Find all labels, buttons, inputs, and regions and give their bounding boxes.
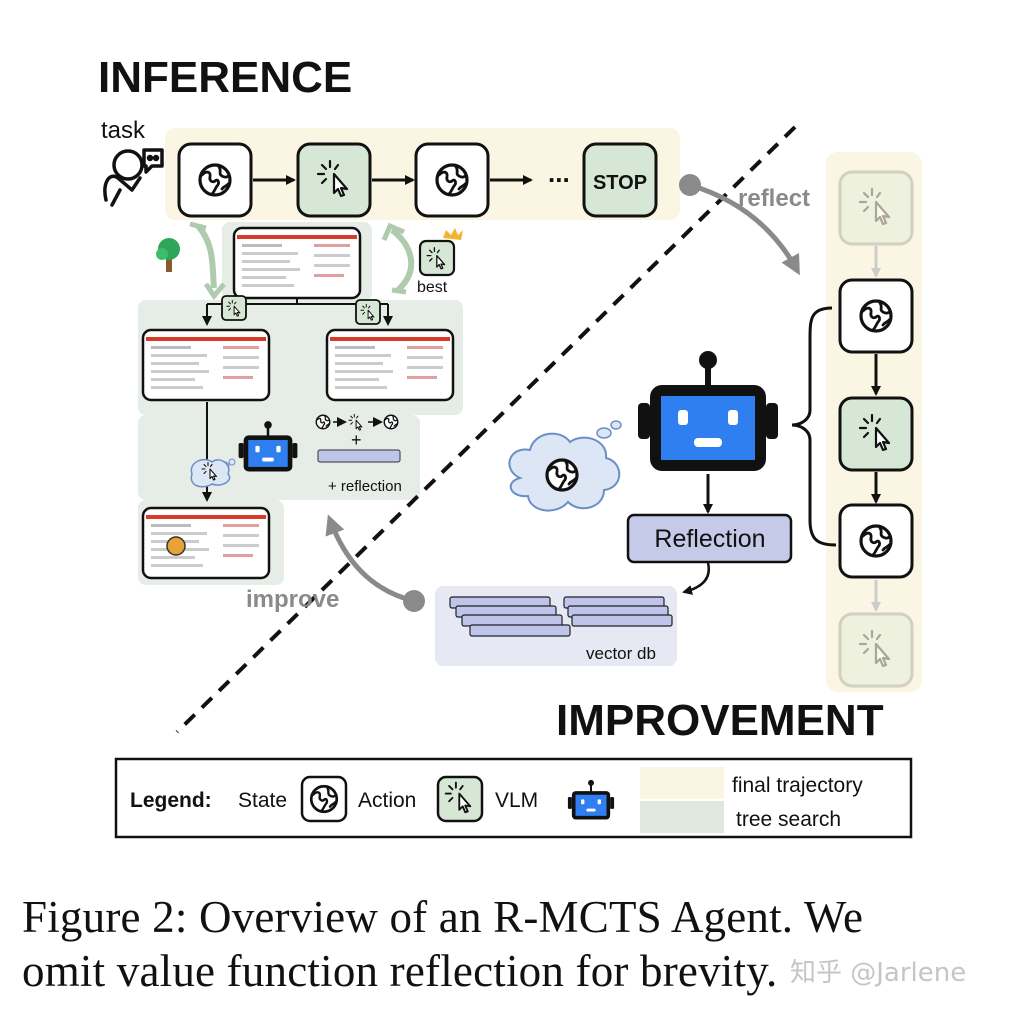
legend-vlm-label: VLM: [495, 789, 538, 812]
thought-cloud-large: [508, 420, 622, 512]
legend-tree-search-label: tree search: [736, 808, 841, 831]
globe-icon: [315, 414, 331, 430]
action-chip-right: [355, 299, 381, 325]
caption-line-1: Figure 2: Overview of an R-MCTS Agent. W…: [22, 892, 864, 942]
reflection-label: Reflection: [654, 525, 765, 553]
legend-state-swatch: [300, 775, 348, 823]
improve-arrow: [325, 514, 415, 604]
reflect-arrow: [689, 182, 800, 276]
caption-line-2: omit value function reflection for brevi…: [22, 946, 778, 996]
globe-icon: [198, 163, 232, 197]
action-node-top-1: [296, 142, 372, 218]
robot-icon-large: [638, 351, 778, 471]
globe-icon: [859, 524, 893, 558]
plus-sign: +: [351, 430, 362, 450]
section-divider: [175, 125, 797, 734]
legend-final-trajectory-swatch: [640, 767, 724, 799]
stop-node: STOP: [582, 142, 658, 218]
trajectory-bracket: [791, 306, 837, 547]
ellipsis: ...: [548, 158, 570, 188]
reflection-bar: [317, 449, 401, 463]
stop-label: STOP: [593, 172, 647, 194]
improve-label: improve: [246, 586, 339, 613]
diagram-canvas: INFERENCE task ... STOP: [98, 53, 922, 839]
state-node-top-1: [177, 142, 253, 218]
legend-tree-search-swatch: [640, 801, 724, 833]
reflect-label: reflect: [738, 185, 810, 212]
inference-heading: INFERENCE: [98, 53, 352, 102]
legend: Legend: State Action VLM final trajector…: [114, 757, 913, 839]
figure-caption: Figure 2: Overview of an R-MCTS Agent. W…: [22, 890, 1012, 998]
faded-action-top: [838, 170, 914, 246]
watermark: 知乎 @Jarlene: [790, 958, 967, 988]
state-node-right-1: [838, 278, 914, 354]
action-node-right: [838, 396, 914, 472]
mini-trajectory: [315, 413, 399, 431]
legend-action-swatch: [436, 775, 484, 823]
backprop-arrowhead: [381, 222, 405, 241]
select-arrowhead: [203, 282, 226, 301]
improvement-heading: IMPROVEMENT: [556, 696, 884, 745]
thought-cloud-small: [190, 458, 236, 488]
globe-icon: [383, 414, 399, 430]
reflection-box: Reflection: [626, 513, 793, 564]
globe-icon: [309, 784, 339, 814]
best-action-node: [418, 239, 456, 277]
grandchild-webpage: [141, 506, 271, 580]
faded-action-bottom: [838, 612, 914, 688]
globe-icon: [435, 163, 469, 197]
task-label: task: [101, 117, 146, 144]
tree-icon: [156, 238, 180, 272]
child-webpage-right: [325, 328, 455, 402]
backprop-arrow: [390, 227, 415, 293]
legend-title: Legend:: [130, 789, 212, 812]
crown-icon: [443, 228, 463, 240]
root-webpage-thumbnail: [232, 226, 362, 300]
globe-icon: [859, 299, 893, 333]
legend-state-label: State: [238, 789, 287, 812]
select-arrow: [195, 224, 217, 289]
action-chip-left: [221, 295, 247, 321]
legend-final-trajectory-label: final trajectory: [732, 774, 863, 797]
vector-db: vector db: [435, 586, 677, 666]
globe-icon: [545, 458, 579, 492]
person-chat-icon: [103, 148, 164, 207]
child-webpage-left: [141, 328, 271, 402]
state-node-top-2: [414, 142, 490, 218]
vector-db-label: vector db: [586, 644, 656, 663]
state-node-right-2: [838, 503, 914, 579]
legend-action-label: Action: [358, 789, 416, 812]
plus-reflection-label: + reflection: [328, 478, 402, 495]
best-label: best: [417, 279, 448, 296]
